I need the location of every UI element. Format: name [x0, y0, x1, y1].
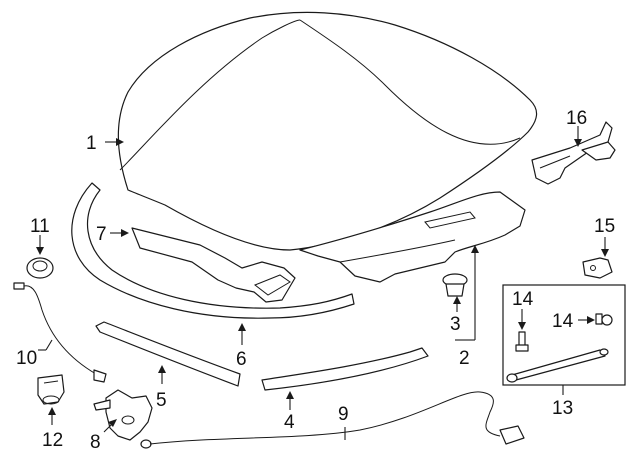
lower-seal-part [95, 321, 241, 387]
leader-lines [36, 126, 609, 440]
hood-part [117, 11, 538, 251]
callout-14-right: 14 [552, 311, 574, 332]
callout-4: 4 [284, 412, 295, 433]
stud-part [515, 331, 529, 352]
callout-10: 10 [16, 348, 37, 369]
lift-support-part [506, 348, 609, 383]
front-seal-part [71, 182, 355, 319]
callout-1: 1 [86, 133, 97, 154]
release-cable-part [13, 282, 107, 383]
latch-small-part [37, 374, 65, 405]
callout-5: 5 [156, 390, 167, 411]
callout-7: 7 [96, 224, 107, 245]
ball-stud-part [595, 313, 613, 326]
callout-3: 3 [450, 314, 461, 335]
callout-9: 9 [338, 404, 349, 425]
hood-insulator-part [299, 191, 526, 283]
side-seal-part [261, 347, 429, 391]
callout-13: 13 [552, 398, 573, 419]
callout-16: 16 [566, 108, 587, 129]
grommet-part [26, 257, 54, 279]
callout-14-left: 14 [512, 289, 534, 310]
callout-15: 15 [594, 216, 615, 237]
bracket-part [582, 257, 613, 279]
callout-8: 8 [90, 432, 101, 453]
release-cable-lower-part [140, 391, 525, 449]
clip-part [442, 273, 468, 297]
callout-6: 6 [236, 349, 247, 370]
lift-support-box [502, 284, 626, 386]
callout-2: 2 [459, 348, 470, 369]
hood-hinge-part [531, 121, 616, 185]
callout-11: 11 [30, 216, 50, 237]
support-part [131, 227, 296, 303]
callout-12: 12 [42, 430, 63, 451]
latch-part [93, 389, 153, 441]
